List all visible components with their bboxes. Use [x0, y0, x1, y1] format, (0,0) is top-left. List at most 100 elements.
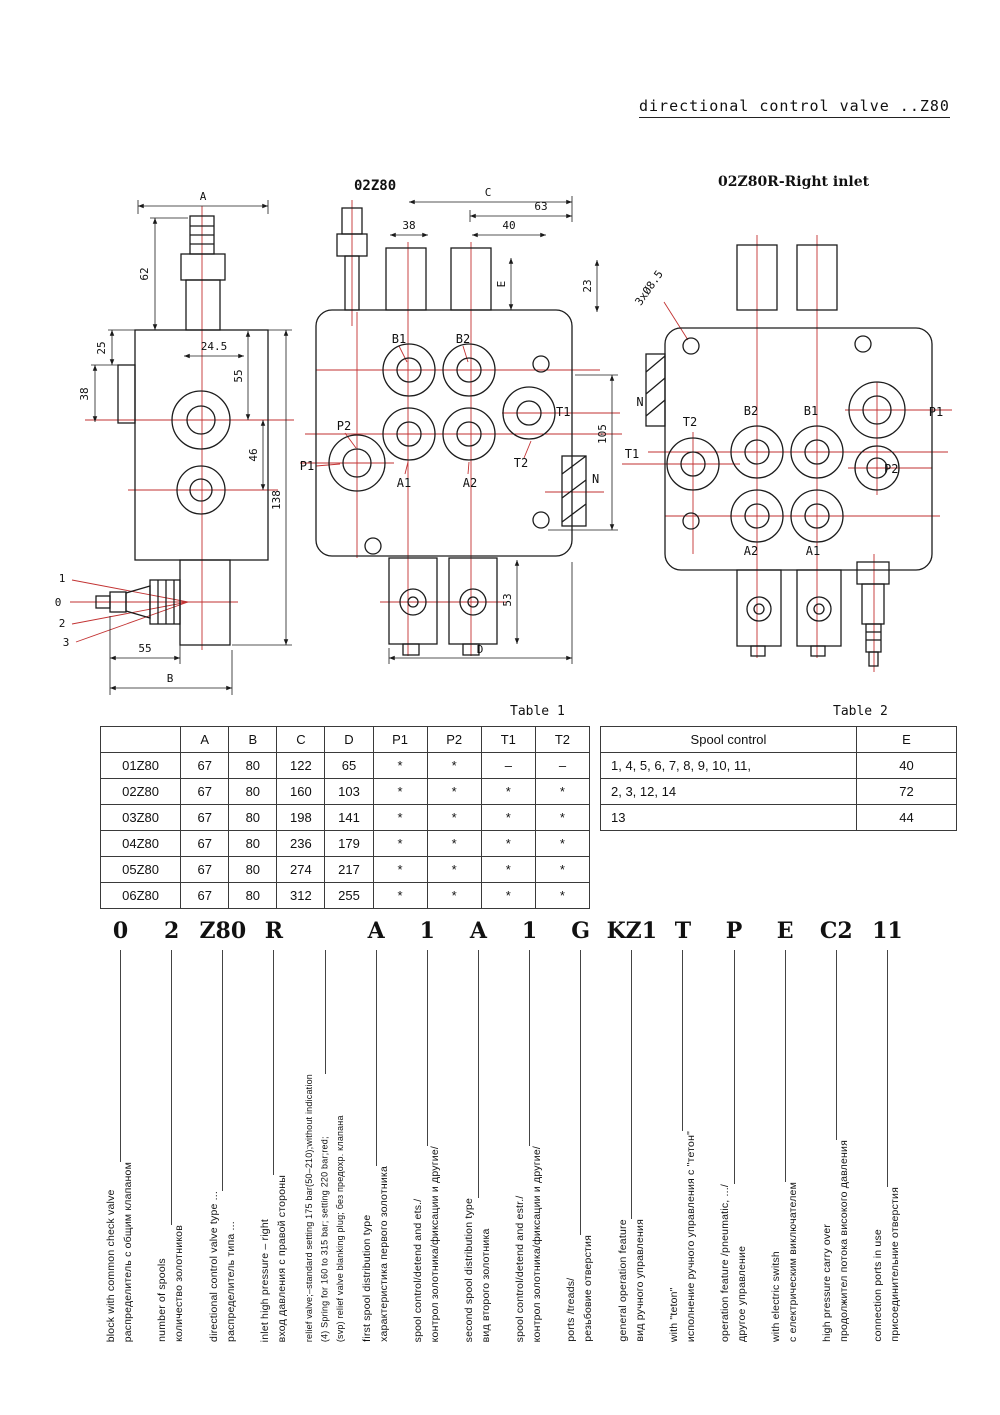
- port-label-t2: T2: [514, 456, 528, 470]
- ordering-description-line: first spool distribution type: [360, 1214, 373, 1342]
- port-label-p2: P2: [884, 462, 898, 476]
- ordering-description-line: block with common check valve: [105, 1189, 118, 1342]
- ordering-description-line: second spool distribution type: [463, 1197, 476, 1342]
- side-view-dimension-labels: A 62 25 38 24.5 55 46 138 55 B 1 0 2 3: [55, 190, 283, 685]
- leader-line: [426, 950, 428, 1146]
- ordering-code: 11: [872, 918, 903, 944]
- ordering-description-line: исполнение ручного управления с "тетон": [684, 1130, 697, 1342]
- table-cell: 65: [324, 752, 374, 779]
- handle-position-0: 0: [55, 596, 62, 609]
- port-label-b1: B1: [392, 332, 406, 346]
- table-cell: 02Z80: [99, 778, 182, 805]
- ordering-description-line: контрол золотника/фиксации и другие/: [531, 1145, 544, 1342]
- dim-40: 40: [502, 219, 515, 232]
- port-label-b2: B2: [456, 332, 470, 346]
- ordering-description-line: с електрическим виключателем: [787, 1182, 800, 1342]
- dim-23: 23: [581, 279, 594, 292]
- table-header-cell: A: [180, 726, 230, 753]
- ordering-description: relief valve;–standard setting 175 bar(5…: [302, 1074, 349, 1342]
- ordering-description-line: spool control/detend and ets./: [412, 1198, 425, 1342]
- table-cell: 122: [276, 752, 326, 779]
- table-cell: *: [480, 882, 536, 909]
- ordering-description-line: количество золотников: [173, 1225, 186, 1342]
- leader-line: [631, 950, 633, 1220]
- right-view-port-labels: N T2 B2 B1 P1 T1 P2 A2 A1: [625, 395, 943, 558]
- handle-position-1: 1: [59, 572, 66, 585]
- table-cell: *: [534, 778, 591, 805]
- table-cell: *: [534, 856, 591, 883]
- ordering-code: R: [264, 918, 284, 944]
- port-label-t1: T1: [625, 447, 639, 461]
- right-view-title: 02Z80R-Right inlet: [718, 174, 870, 190]
- leader-line: [886, 950, 888, 1188]
- ordering-description-line: inlet high pressure – right: [258, 1218, 271, 1342]
- port-label-b1: B1: [804, 404, 818, 418]
- ordering-code: C2: [819, 918, 853, 944]
- table-header-cell: Spool control: [600, 726, 857, 753]
- table-cell: 198: [276, 804, 326, 831]
- dim-46: 46: [247, 448, 260, 461]
- table-cell: 160: [276, 778, 326, 805]
- table-cell: *: [426, 830, 482, 857]
- table-cell: 103: [324, 778, 374, 805]
- right-inlet-view: 02Z80R-Right inlet 3xØ8.5: [622, 174, 952, 672]
- port-label-t1: T1: [556, 405, 570, 419]
- table-cell: 274: [276, 856, 326, 883]
- ordering-description-line: high pressure carry over: [821, 1223, 834, 1342]
- ordering-description: operation feature /pneumatic, .../другое…: [717, 1184, 751, 1342]
- table-cell: *: [480, 804, 536, 831]
- ordering-item-relief-valve-note: relief valve;–standard setting 175 bar(5…: [300, 916, 351, 1342]
- dim-c: C: [485, 186, 492, 199]
- ordering-code: 0: [112, 918, 129, 944]
- dim-b: B: [167, 672, 174, 685]
- table-cell: 67: [180, 778, 230, 805]
- ordering-description-line: другое управление: [736, 1245, 749, 1342]
- ordering-description-line: распределитель типа ...: [224, 1221, 237, 1342]
- table-cell: 67: [180, 804, 230, 831]
- table-cell: 255: [324, 882, 374, 909]
- table-cell: 67: [180, 882, 230, 909]
- dim-138: 138: [270, 490, 283, 510]
- ordering-description-line: general operation feature: [616, 1219, 629, 1342]
- table-cell: *: [480, 830, 536, 857]
- table-cell: *: [372, 804, 428, 831]
- leader-line: [273, 950, 275, 1175]
- dim-24-5: 24.5: [201, 340, 228, 353]
- leader-line: [171, 950, 173, 1226]
- table-cell: 13: [600, 804, 857, 831]
- ordering-code-section: 0 block with common check valve распредели…: [95, 916, 913, 1342]
- ordering-description-line: вход давления с правой стороны: [275, 1174, 288, 1342]
- ordering-description: inlet high pressure – right вход давления…: [257, 1175, 291, 1342]
- table-cell: 40: [856, 752, 957, 779]
- table-cell: 80: [228, 804, 278, 831]
- dim-25: 25: [95, 341, 108, 354]
- front-view: 02Z80: [300, 178, 622, 664]
- ordering-code: Z80: [199, 918, 247, 944]
- ordering-code: G: [571, 918, 591, 944]
- ordering-description-line: connection ports in use: [872, 1229, 885, 1342]
- ordering-description-line: вид второго золотника: [480, 1228, 493, 1342]
- table-header-cell: T2: [534, 726, 591, 753]
- table-header-cell: B: [228, 726, 278, 753]
- leader-line: [784, 950, 786, 1183]
- table-cell: *: [426, 752, 482, 779]
- leader-line: [835, 950, 837, 1141]
- table-cell: *: [426, 804, 482, 831]
- table-cell: 80: [228, 752, 278, 779]
- front-view-outline: [315, 207, 587, 656]
- table-cell: 80: [228, 882, 278, 909]
- ordering-description: second spool distribution type вид второг…: [461, 1198, 495, 1342]
